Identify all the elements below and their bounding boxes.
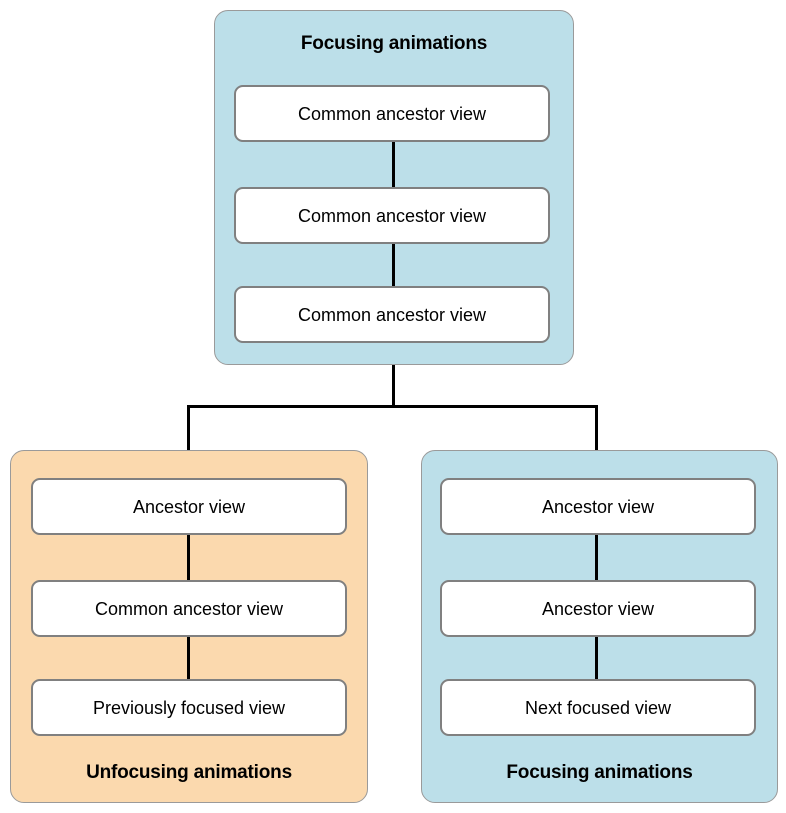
node-label: Ancestor view	[541, 496, 655, 517]
connector-split-bar	[187, 405, 598, 408]
node-label: Common ancestor view	[297, 205, 487, 226]
inner-connector-top-1-2	[392, 138, 395, 190]
connector-branch-left	[187, 405, 190, 480]
node-common-ancestor-view-left-2[interactable]: Common ancestor view	[31, 580, 347, 637]
node-common-ancestor-view-top-1[interactable]: Common ancestor view	[234, 85, 550, 142]
node-label: Ancestor view	[132, 496, 246, 517]
node-common-ancestor-view-top-3[interactable]: Common ancestor view	[234, 286, 550, 343]
group-title-bottom-right-focusing: Focusing animations	[506, 762, 693, 783]
inner-connector-right-1-2	[595, 531, 598, 583]
node-label: Ancestor view	[541, 598, 655, 619]
node-ancestor-view-left-1[interactable]: Ancestor view	[31, 478, 347, 535]
group-title-top-focusing: Focusing animations	[300, 33, 488, 54]
connector-branch-right	[595, 405, 598, 480]
node-common-ancestor-view-top-2[interactable]: Common ancestor view	[234, 187, 550, 244]
group-title-bottom-left-unfocusing: Unfocusing animations	[86, 762, 292, 783]
node-previously-focused-view-left-3[interactable]: Previously focused view	[31, 679, 347, 736]
inner-connector-top-2-3	[392, 240, 395, 290]
node-label: Next focused view	[524, 697, 672, 718]
inner-connector-left-1-2	[187, 531, 190, 583]
inner-connector-right-2-3	[595, 632, 598, 683]
node-label: Common ancestor view	[297, 304, 487, 325]
node-label: Common ancestor view	[94, 598, 284, 619]
node-label: Previously focused view	[92, 697, 286, 718]
connector-trunk	[392, 335, 395, 407]
inner-connector-left-2-3	[187, 632, 190, 683]
node-next-focused-view-right-3[interactable]: Next focused view	[440, 679, 756, 736]
node-ancestor-view-right-1[interactable]: Ancestor view	[440, 478, 756, 535]
node-label: Common ancestor view	[297, 103, 487, 124]
node-ancestor-view-right-2[interactable]: Ancestor view	[440, 580, 756, 637]
